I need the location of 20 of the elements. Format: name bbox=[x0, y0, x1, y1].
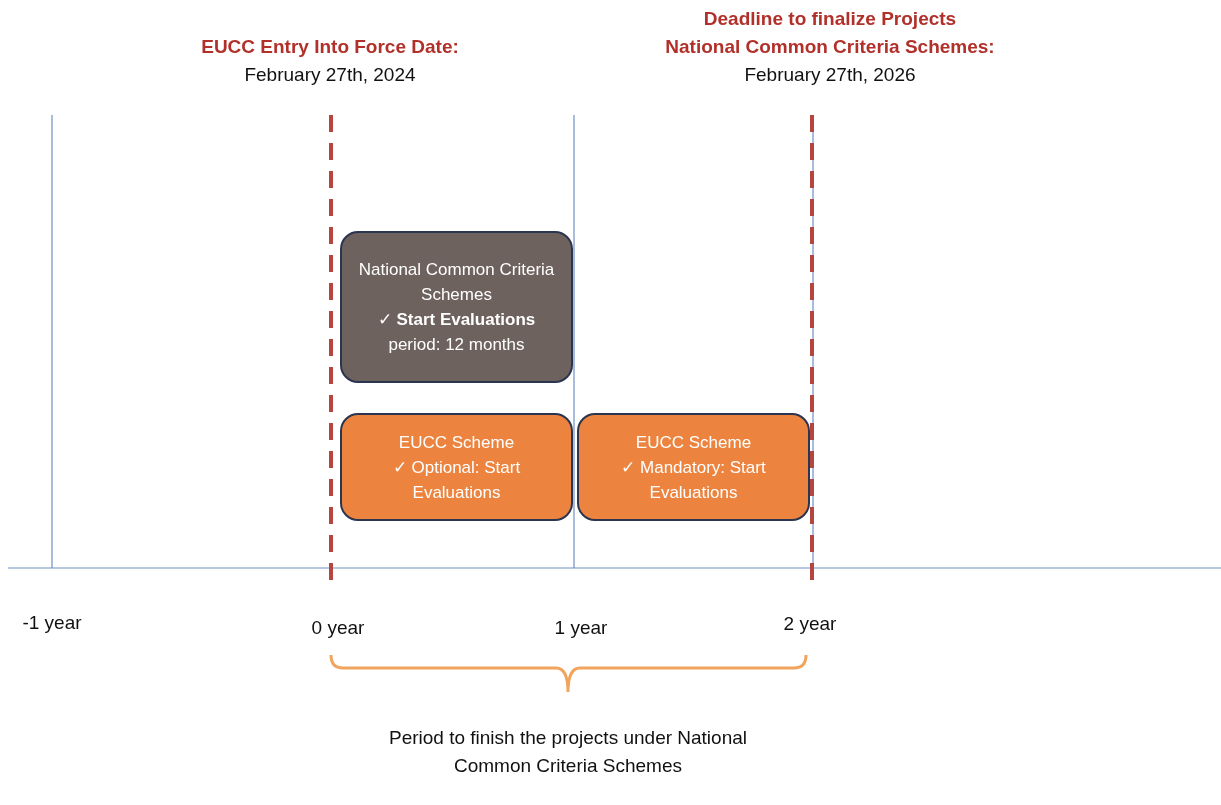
milestone-title: EUCC Entry Into Force Date: bbox=[201, 35, 459, 59]
axis-tick-label: 0 year bbox=[311, 616, 365, 640]
box-text: ✓ Start Evaluations bbox=[377, 309, 536, 331]
box-heading: EUCC Scheme bbox=[398, 431, 515, 454]
milestone-title: Deadline to finalize Projects bbox=[703, 7, 957, 31]
axis-tick-label: 1 year bbox=[554, 616, 608, 640]
axis-tick-label: -1 year bbox=[22, 611, 82, 635]
scheme-box bbox=[577, 413, 810, 521]
box-text: period: 12 months bbox=[388, 334, 525, 356]
box-text: ✓ Optional: Start Evaluations bbox=[391, 456, 522, 504]
box-heading: National Common Criteria Schemes bbox=[357, 259, 556, 306]
box-text: ✓ Mandatory: Start Evaluations bbox=[620, 456, 767, 504]
box-heading: EUCC Scheme bbox=[635, 431, 752, 454]
scheme-box bbox=[340, 413, 573, 521]
milestone-date: February 27th, 2026 bbox=[744, 63, 916, 87]
milestone-title: National Common Criteria Schemes: bbox=[665, 35, 995, 59]
period-note: Period to finish the projects under National Common Criteria Schemes bbox=[387, 726, 748, 778]
axis-tick-label: 2 year bbox=[783, 612, 837, 636]
scheme-box bbox=[340, 231, 573, 383]
milestone-date: February 27th, 2024 bbox=[244, 63, 416, 87]
